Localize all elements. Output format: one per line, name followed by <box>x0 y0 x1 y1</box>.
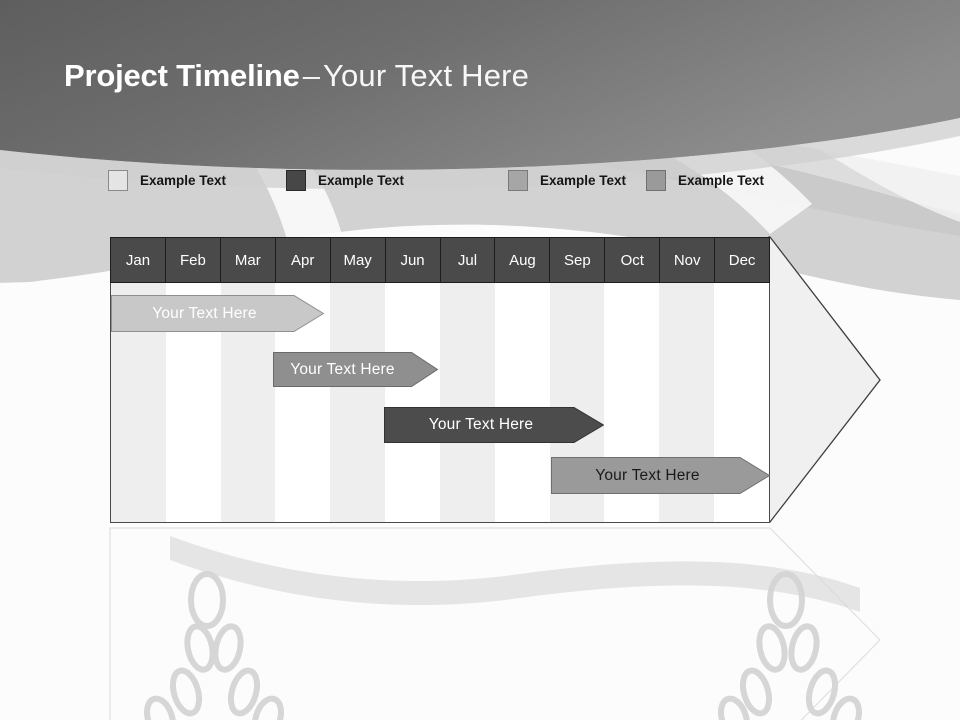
month-cell-feb: Feb <box>166 238 221 282</box>
month-cell-oct: Oct <box>605 238 661 282</box>
task-arrow-2[interactable]: Your Text Here <box>273 352 438 387</box>
legend-label: Example Text <box>318 173 405 188</box>
task-arrow-label: Your Text Here <box>428 416 534 433</box>
month-cell-may: May <box>331 238 386 282</box>
legend-swatch-icon <box>108 170 128 191</box>
month-cell-mar: Mar <box>221 238 276 282</box>
month-cell-nov: Nov <box>660 238 716 282</box>
legend-item-0: Example Text <box>108 170 226 191</box>
task-arrow-1[interactable]: Your Text Here <box>111 295 324 332</box>
legend-item-3: Example Text <box>646 170 764 191</box>
legend-label: Example Text <box>140 173 227 188</box>
grid-column-jun <box>385 283 440 522</box>
legend-item-2: Example Text <box>508 170 626 191</box>
task-arrow-4[interactable]: Your Text Here <box>551 457 770 494</box>
title-dash: – <box>302 58 320 93</box>
task-arrow-label: Your Text Here <box>152 304 257 322</box>
legend-swatch-icon <box>646 170 666 191</box>
page-title: Project Timeline–Your Text Here <box>64 58 529 94</box>
grid-column-may <box>330 283 386 522</box>
month-cell-aug: Aug <box>495 238 551 282</box>
month-cell-jan: Jan <box>111 238 166 282</box>
legend-swatch-icon <box>286 170 306 191</box>
task-arrow-3[interactable]: Your Text Here <box>384 407 604 443</box>
legend-item-1: Example Text <box>286 170 404 191</box>
legend-label: Example Text <box>678 173 765 188</box>
grid-column-aug <box>494 283 550 522</box>
arrowhead-shape <box>768 236 881 523</box>
month-cell-apr: Apr <box>276 238 331 282</box>
month-cell-dec: Dec <box>728 251 756 269</box>
legend-label: Example Text <box>540 173 627 188</box>
task-arrow-label: Your Text Here <box>595 466 700 484</box>
grid-column-jul <box>439 283 495 522</box>
title-main-text: Project Timeline <box>64 58 300 93</box>
task-arrow-label: Your Text Here <box>290 360 395 378</box>
timeline-arrowhead <box>768 236 881 523</box>
month-cell-jun: Jun <box>386 238 441 282</box>
month-cell-sep: Sep <box>550 238 606 282</box>
legend-swatch-icon <box>508 170 528 191</box>
month-cell-jul: Jul <box>441 238 496 282</box>
title-sub-text: Your Text Here <box>322 58 530 93</box>
